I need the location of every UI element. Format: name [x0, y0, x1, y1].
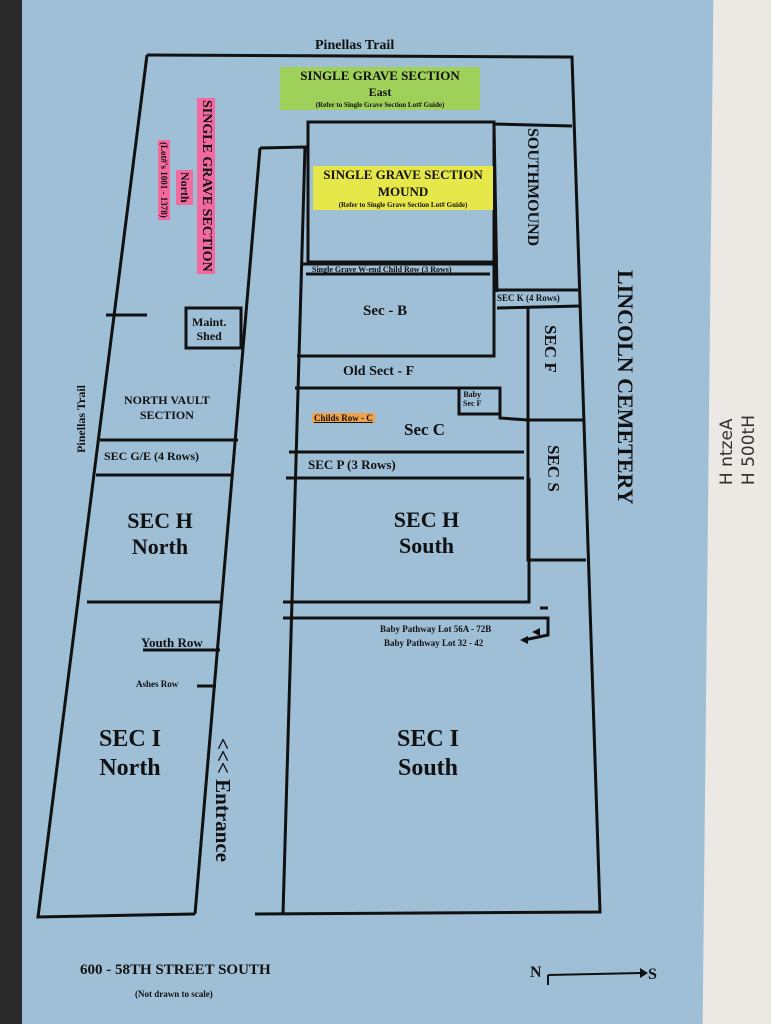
sec-s-label: SEC S: [544, 445, 563, 492]
sec-f-label: SEC F: [541, 325, 560, 373]
sec-p-label: SEC P (3 Rows): [308, 457, 396, 472]
mound-note: (Refer to Single Grave Section Lot# Guid…: [313, 200, 493, 210]
sec-i-north-line1: SEC I: [98, 726, 162, 752]
maint-shed-label: Maint. Shed: [192, 315, 226, 343]
compass-arrow-icon: [548, 970, 640, 978]
sec-h-north-line2: North: [131, 534, 189, 559]
paper-shadow-edge: [0, 0, 22, 1024]
sec-b-label: Sec - B: [363, 303, 408, 319]
single-grave-east-block: SINGLE GRAVE SECTION East (Refer to Sing…: [280, 67, 480, 110]
sec-h-north-label: SEC H North: [110, 508, 210, 560]
sec-h-south-label: SEC H South: [374, 507, 479, 559]
baby-sec-f-line1: Baby: [463, 390, 482, 399]
pinellas-trail-side-label: Pinellas Trail: [74, 385, 88, 453]
north-vault-line2: SECTION: [139, 408, 194, 422]
old-sect-f-label: Old Sect - F: [343, 364, 415, 379]
maint-shed-line2: Shed: [196, 329, 222, 343]
sec-i-south-line2: South: [397, 755, 459, 781]
sec-i-north-label: SEC I North: [80, 725, 180, 783]
baby-pathway-2-label: Baby Pathway Lot 32 - 42: [384, 638, 484, 648]
ashes-row-label: Ashes Row: [136, 679, 179, 689]
southmound-label: SOUTHMOUND: [524, 128, 541, 247]
sec-i-south-label: SEC I South: [378, 725, 478, 783]
handwritten-note: H ntzeA H 500tH: [717, 415, 759, 486]
entrance-label: <<< Entrance: [211, 738, 235, 862]
not-to-scale-note: (Not drawn to scale): [135, 989, 213, 999]
baby-sec-f-line2: Sec F: [463, 399, 482, 408]
mound-subtitle: MOUND: [313, 184, 493, 200]
single-grave-north-title: SINGLE GRAVE SECTION: [197, 98, 215, 274]
sec-i-north-line2: North: [99, 755, 161, 781]
single-grave-north-subtitle: North: [176, 170, 193, 205]
single-grave-east-title: SINGLE GRAVE SECTION: [280, 67, 480, 85]
single-grave-east-note: (Refer to Single Grave Section Lot# Guid…: [280, 100, 480, 110]
mound-block: SINGLE GRAVE SECTION MOUND (Refer to Sin…: [313, 166, 493, 210]
compass-south-label: S: [648, 966, 657, 983]
maint-shed-line1: Maint.: [192, 315, 227, 329]
sec-h-north-line1: SEC H: [127, 508, 193, 533]
baby-sec-f-label: Baby Sec F: [463, 390, 481, 408]
youth-row-label: Youth Row: [141, 635, 203, 650]
compass-north-label: N: [530, 964, 542, 981]
sec-k-label: SEC K (4 Rows): [497, 293, 560, 303]
baby-pathway-1-label: Baby Pathway Lot 56A - 72B: [380, 624, 492, 634]
sec-c-label: Sec C: [404, 420, 446, 439]
child-row-label: Single Grave W-end Child Row (3 Rows): [312, 265, 452, 274]
address-label: 600 - 58TH STREET SOUTH: [80, 962, 271, 978]
north-vault-label: NORTH VAULT SECTION: [124, 393, 210, 423]
single-grave-east-subtitle: East: [280, 85, 480, 100]
lincoln-cemetery-title: LINCOLN CEMETERY: [613, 270, 638, 505]
sec-h-south-line1: SEC H: [393, 507, 460, 532]
single-grave-north-lots: (Lot#'s 1001 - 1378): [158, 140, 170, 220]
sec-ge-label: SEC G/E (4 Rows): [104, 449, 200, 463]
north-vault-line1: NORTH VAULT: [124, 393, 210, 407]
sec-h-south-line2: South: [398, 533, 455, 558]
mound-title: SINGLE GRAVE SECTION: [313, 166, 493, 184]
childs-row-c-label: Childs Row - C: [312, 413, 375, 423]
pinellas-trail-top-label: Pinellas Trail: [315, 38, 395, 53]
sec-i-south-line1: SEC I: [396, 726, 460, 752]
